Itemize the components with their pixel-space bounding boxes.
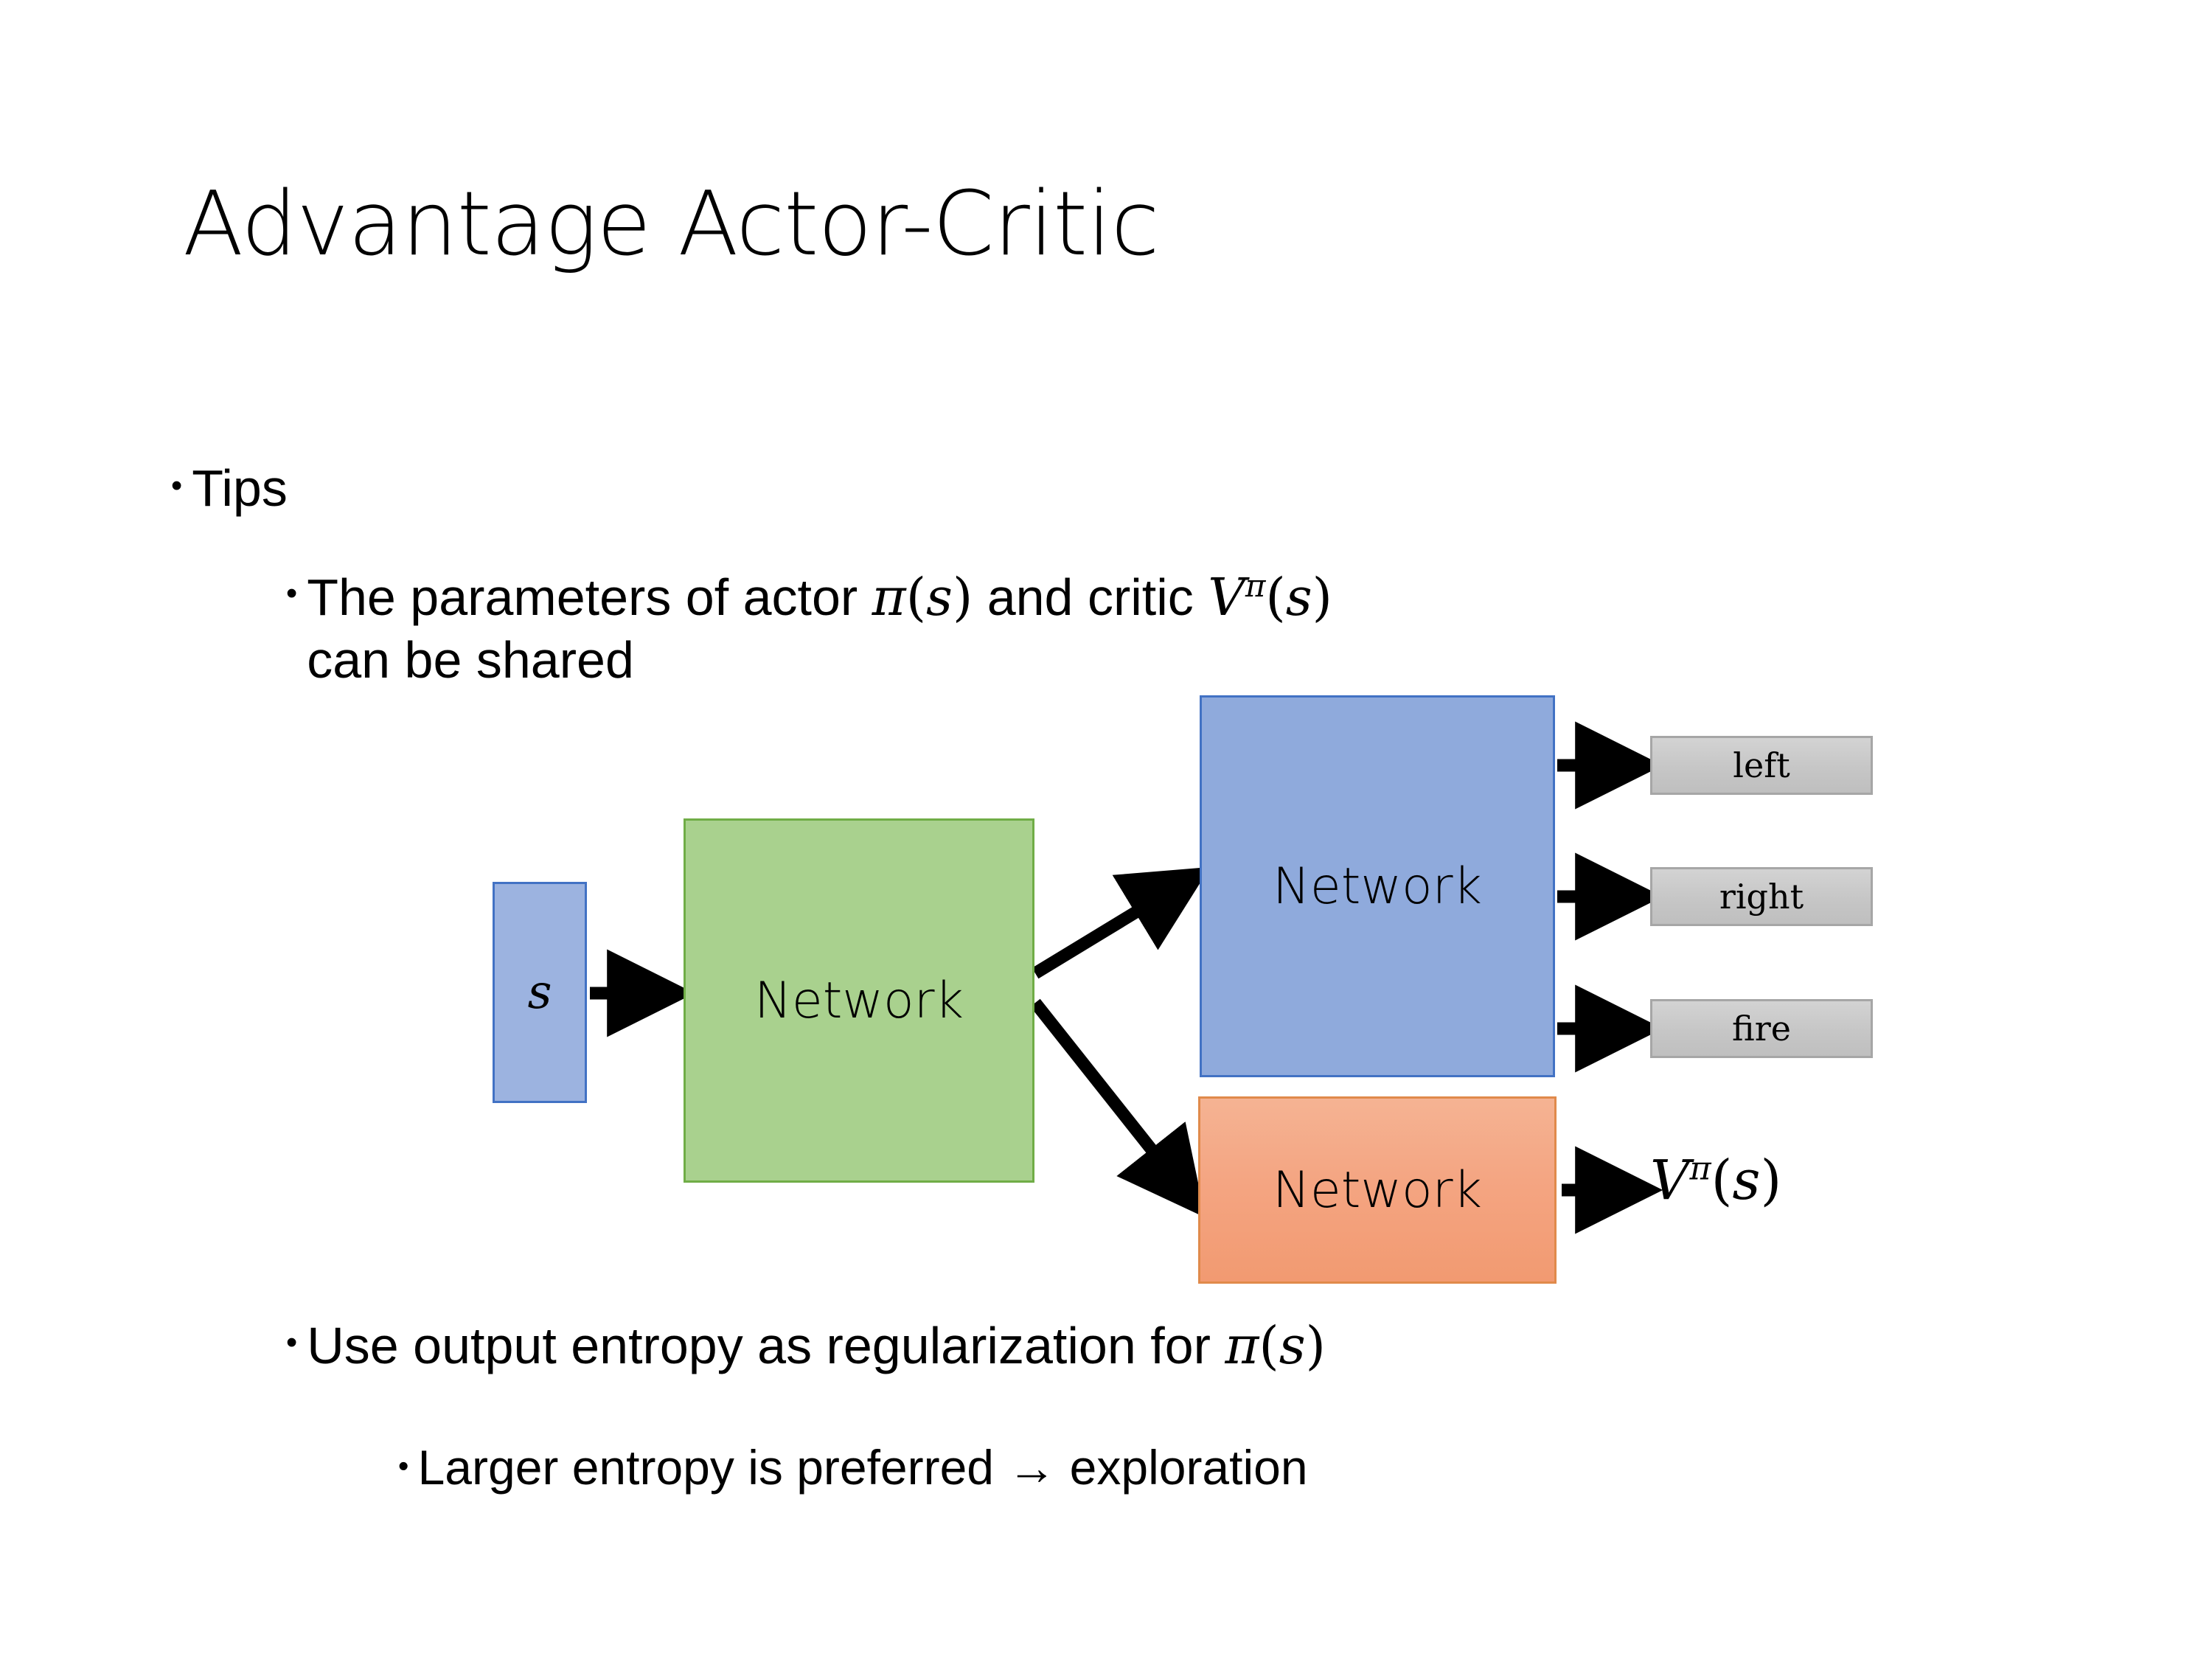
bullet-marker: • [398,1448,409,1483]
action-output-right[interactable]: right [1650,867,1873,926]
math-close-paren: ) [1305,1315,1326,1376]
text-use-output-entropy: Use output entropy as regularization for [307,1317,1225,1374]
math-close-paren: ) [1760,1149,1782,1212]
math-pi-symbol: π [1225,1315,1259,1376]
bullet-shared-parameters-text: The parameters of actor π(s) and critic … [307,566,2070,692]
bullet-entropy-text: Use output entropy as regularization for… [307,1315,2056,1377]
math-v-symbol: V [1208,567,1245,627]
math-open-paren: ( [1259,1315,1279,1376]
math-v-superscript-pi: π [1689,1150,1711,1188]
text-can-be-shared: can be shared [307,631,634,689]
bullet-entropy-regularization: • Use output entropy as regularization f… [286,1315,2056,1377]
math-arg-s: s [1732,1149,1761,1212]
critic-network-node[interactable]: Network [1198,1096,1557,1284]
page-title: Advantage Actor-Critic [183,173,1160,276]
bullet-tips-label: Tips [192,459,288,517]
math-arg-s: s [1285,567,1312,627]
arrow-shared-to-actor [1032,866,1211,979]
bullet-marker: • [286,576,298,612]
bullet-marker: • [286,1325,298,1361]
math-open-paren: ( [905,567,926,627]
bullet-exploration-label: Larger entropy is preferred → exploratio… [417,1440,1308,1495]
math-close-paren: ) [1312,567,1332,627]
bullet-exploration: • Larger entropy is preferred → explorat… [398,1439,2094,1497]
math-v-superscript-pi: π [1245,567,1266,604]
text-parameters-of-actor: The parameters of actor [307,568,872,626]
actor-network-node[interactable]: Network [1200,695,1555,1077]
arrow-shared-to-critic [1030,998,1206,1218]
math-pi-symbol: π [872,567,906,627]
action-output-fire[interactable]: fire [1650,999,1873,1058]
math-v-symbol: V [1650,1149,1690,1212]
shared-network-node[interactable]: Network [684,818,1034,1183]
value-function-output-label: Vπ(s) [1650,1149,1781,1212]
math-close-paren: ) [952,567,973,627]
math-arg-s: s [926,567,953,627]
action-output-left[interactable]: left [1650,736,1873,795]
text-and-critic: and critic [973,568,1208,626]
math-open-paren: ( [1265,567,1286,627]
bullet-tips: • Tips [171,459,1056,518]
math-arg-s: s [1279,1315,1306,1376]
bullet-shared-parameters: • The parameters of actor π(s) and criti… [286,566,2070,692]
bullet-marker: • [171,468,183,504]
math-open-paren: ( [1711,1149,1733,1212]
state-input-node[interactable]: s [493,882,587,1103]
